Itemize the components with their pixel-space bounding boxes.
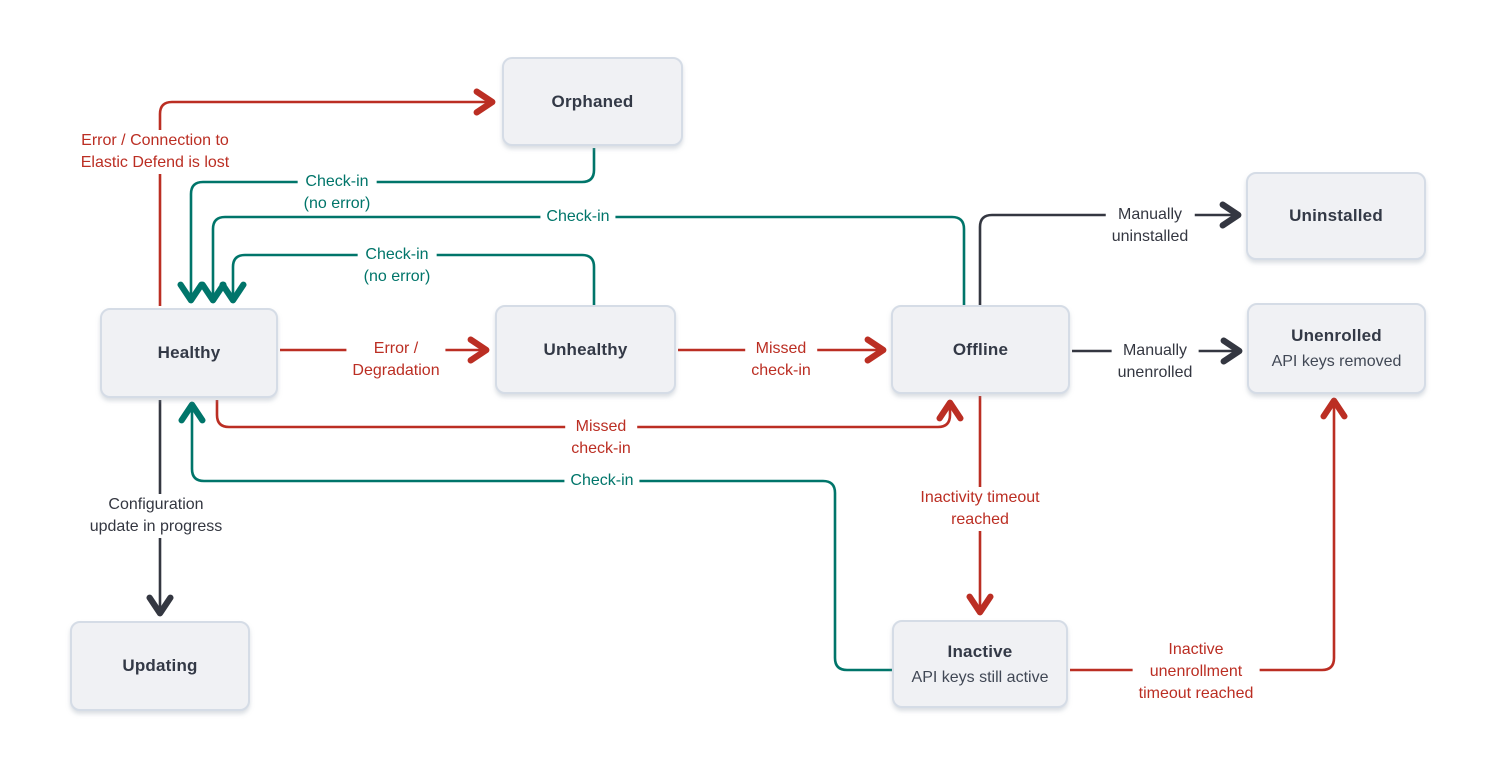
edge-label-manually-uninstalled: Manually uninstalled [1105,204,1195,248]
edge-label-configuration-update: Configuration update in progress [83,494,229,538]
edge-healthy-to-orphaned [158,88,496,306]
state-node-inactive: Inactive API keys still active [892,620,1068,708]
state-node-offline: Offline [891,305,1070,394]
state-sublabel: API keys removed [1271,353,1402,370]
state-node-healthy: Healthy [100,308,278,398]
edge-label-missed-checkin-unhealthy: Missed check-in [745,338,817,382]
edge-label-checkin-offline: Check-in [540,206,616,228]
state-node-unhealthy: Unhealthy [495,305,676,394]
edge-inactive-to-unenrolled [1070,397,1348,672]
state-label: Orphaned [551,91,634,111]
state-label: Unenrolled [1291,326,1382,345]
state-label: Offline [952,339,1009,359]
state-label: Updating [122,656,198,675]
state-label: Healthy [157,343,221,362]
state-node-updating: Updating [70,621,250,711]
state-node-uninstalled: Uninstalled [1246,172,1426,260]
edge-label-checkin-no-error-unhealthy: Check-in (no error) [357,244,437,288]
edge-offline-to-uninstalled [978,201,1242,305]
edge-label-inactivity-timeout: Inactivity timeout reached [914,487,1046,531]
state-sublabel: API keys still active [911,668,1049,686]
edge-label-missed-checkin-healthy: Missed check-in [565,416,637,460]
edge-inactive-to-healthy [178,401,892,672]
state-node-unenrolled: Unenrolled API keys removed [1247,303,1426,394]
state-label: Inactive [947,641,1013,661]
edge-label-error-degradation: Error / Degradation [346,338,446,382]
state-label: Unhealthy [543,339,628,359]
state-node-orphaned: Orphaned [502,57,683,146]
edge-offline-to-healthy [199,215,966,305]
edge-label-error-connection: Error / Connection to Elastic Defend is … [74,130,236,174]
edge-label-checkin-inactive: Check-in [564,470,640,492]
edge-label-checkin-no-error-orphaned: Check-in (no error) [297,171,377,215]
edge-label-inactive-unenrollment-timeout: Inactive unenrollment timeout reached [1132,639,1260,705]
edge-orphaned-to-healthy [177,148,596,304]
state-label: Uninstalled [1289,206,1383,225]
edge-label-manually-unenrolled: Manually unenrolled [1111,340,1199,384]
